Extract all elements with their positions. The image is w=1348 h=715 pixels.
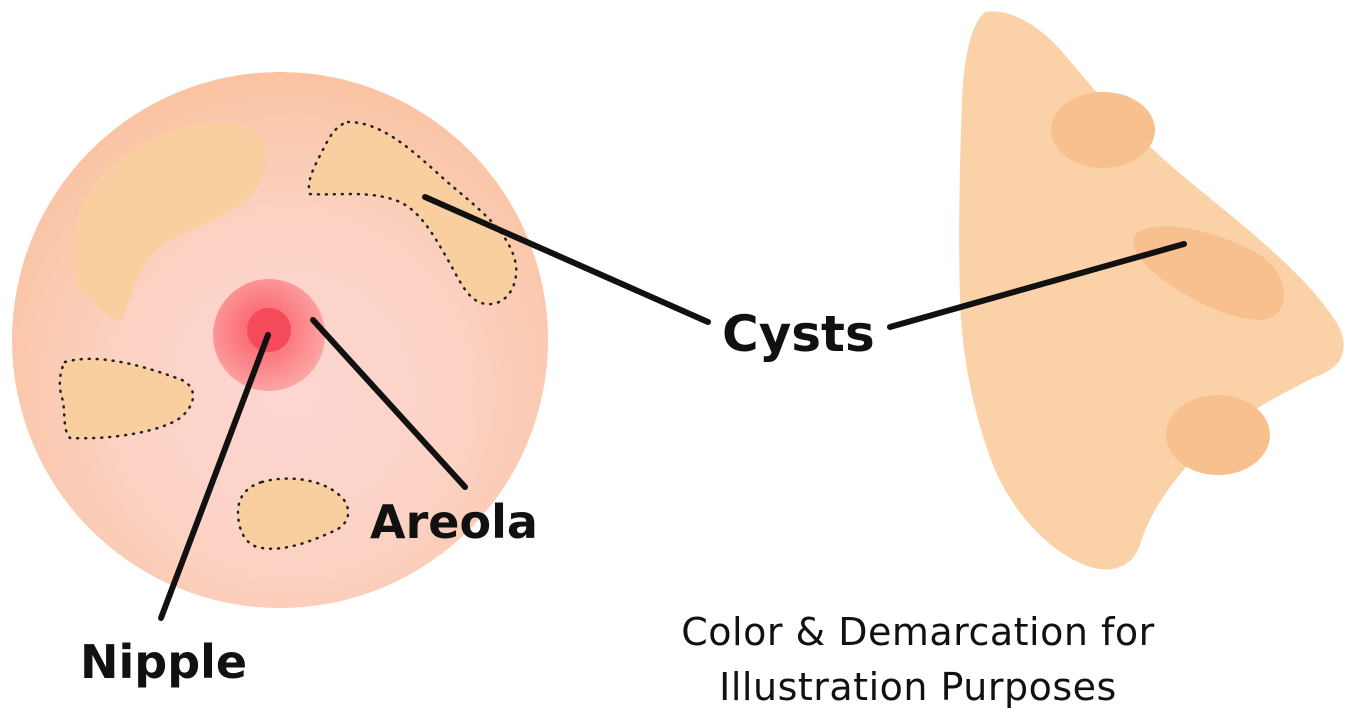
- caption-line-1: Color & Demarcation for: [681, 610, 1155, 654]
- label-nipple: Nipple: [80, 635, 247, 689]
- side-cyst-upper: [1051, 92, 1155, 168]
- side-cyst-lower: [1166, 395, 1270, 475]
- label-areola: Areola: [370, 495, 538, 549]
- label-cysts: Cysts: [722, 305, 875, 363]
- caption-line-2: Illustration Purposes: [719, 665, 1117, 709]
- nipple: [247, 308, 291, 352]
